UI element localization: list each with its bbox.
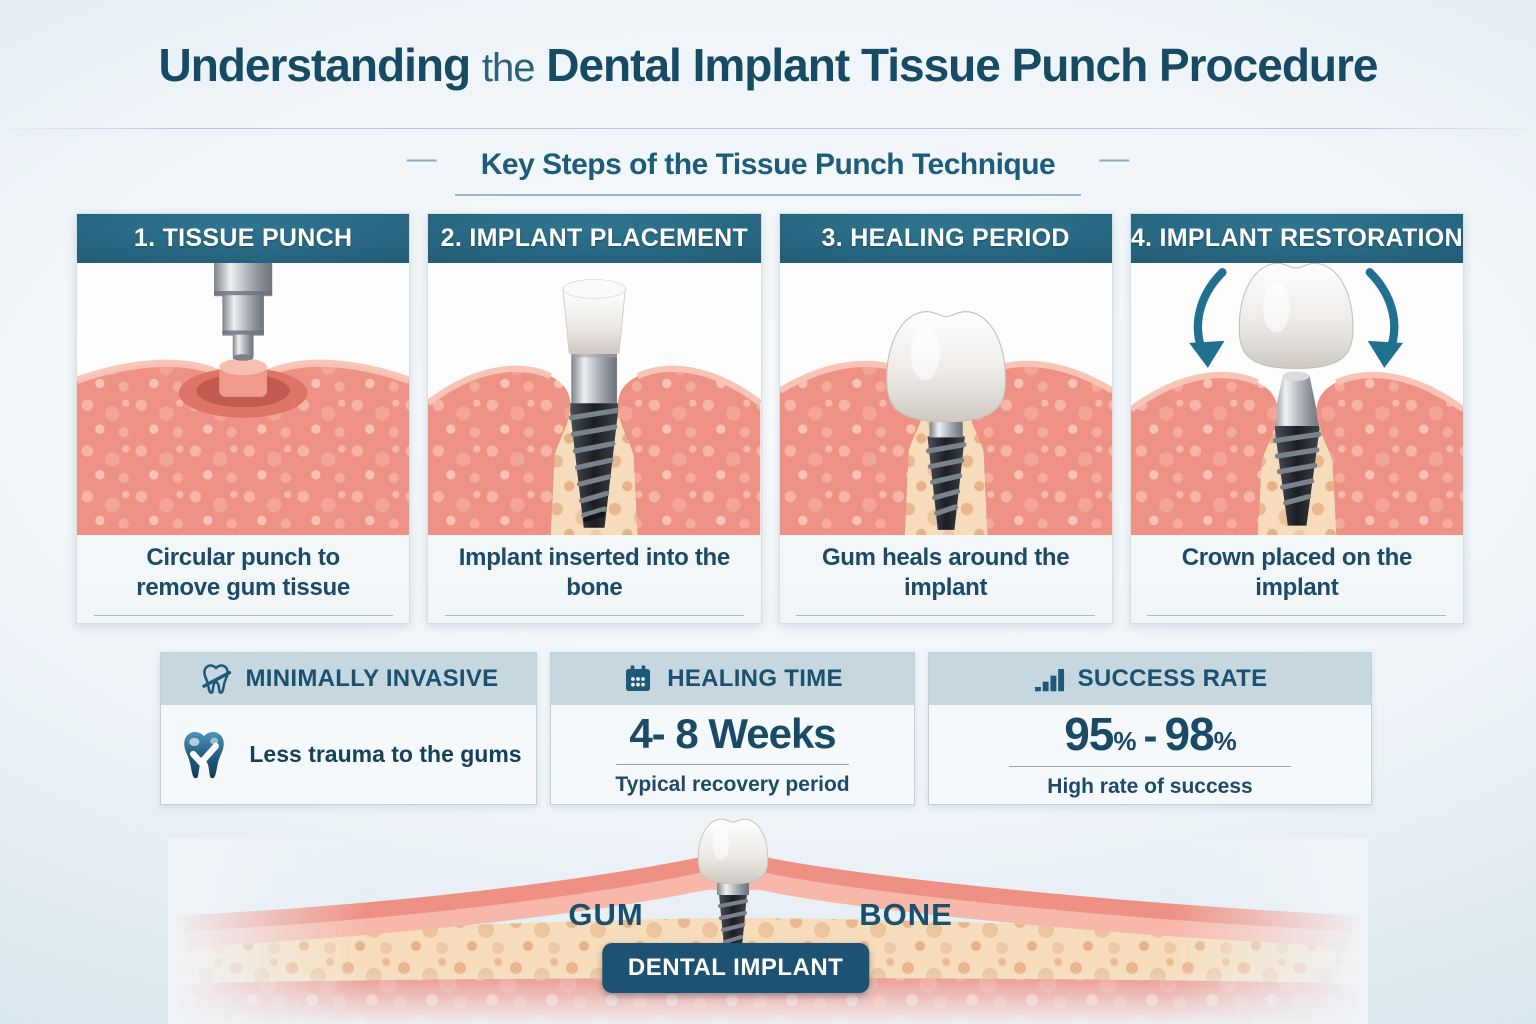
step-header: 2. IMPLANT PLACEMENT [428, 214, 761, 263]
fact-divider [1008, 765, 1292, 767]
step-caption: Circular punch to remove gum tissue [136, 544, 350, 601]
title-word-strong: Understanding [158, 39, 471, 91]
steps-row: 1. TISSUE PUNCH [76, 213, 1464, 624]
title-rest: Dental Implant Tissue Punch Procedure [546, 39, 1378, 91]
fact-title: HEALING TIME [667, 665, 843, 692]
step-header: 3. HEALING PERIOD [779, 214, 1112, 263]
fact-subtext: Typical recovery period [615, 772, 850, 796]
tooth-check-icon [184, 731, 225, 778]
caption-rule [444, 615, 744, 616]
tissue-punch-illustration [77, 263, 410, 535]
fact-title: MINIMALLY INVASIVE [245, 665, 499, 692]
header-divider [0, 128, 1536, 129]
fact-minimally-invasive: MINIMALLY INVASIVE Less trauma to the gu… [160, 652, 537, 805]
caption-rule [93, 615, 393, 616]
step-caption: Gum heals around the implant [821, 544, 1070, 601]
gum-label: GUM [568, 896, 644, 932]
healing-time-value: 4- 8 Weeks [629, 709, 836, 757]
facts-row: MINIMALLY INVASIVE Less trauma to the gu… [160, 652, 1372, 805]
caption-rule [1147, 615, 1447, 616]
fact-text: Less trauma to the gums [249, 741, 522, 767]
step-caption: Implant inserted into the bone [458, 544, 730, 601]
title-word-light: the [481, 46, 536, 90]
down-arrow-icons [1188, 268, 1403, 368]
step-card-healing-period: 3. HEALING PERIOD [778, 213, 1113, 624]
step-card-implant-placement: 2. IMPLANT PLACEMENT [427, 213, 762, 624]
dental-implant-badge: DENTAL IMPLANT [601, 943, 870, 994]
subtitle: — Key Steps of the Tissue Punch Technique… [0, 142, 1536, 196]
dash-left: — [406, 142, 437, 175]
fact-divider [616, 763, 849, 765]
fact-subtext: High rate of success [1047, 774, 1253, 798]
subtitle-text: Key Steps of the Tissue Punch Technique [454, 148, 1082, 196]
success-rate-value: 95%-98% [1064, 707, 1237, 760]
bone-label: BONE [859, 896, 953, 932]
calendar-icon [626, 665, 651, 691]
step-header: 4. IMPLANT RESTORATION [1130, 214, 1463, 263]
implant-placement-illustration [428, 263, 761, 535]
bar-chart-icon [1034, 669, 1064, 692]
implant-restoration-illustration [1130, 263, 1463, 535]
page-title: Understanding the Dental Implant Tissue … [0, 38, 1536, 92]
dash-right: — [1099, 142, 1130, 175]
step-caption: Crown placed on the implant [1181, 544, 1413, 601]
healing-period-illustration [779, 263, 1112, 535]
cross-section-diagram: GUM BONE DENTAL IMPLANT [168, 818, 1368, 1024]
step-card-implant-restoration: 4. IMPLANT RESTORATION [1129, 213, 1464, 624]
gum-bone-cross-section [168, 818, 1368, 1024]
fact-healing-time: HEALING TIME 4- 8 Weeks Typical recovery… [550, 652, 915, 805]
step-header: 1. TISSUE PUNCH [77, 214, 410, 263]
fact-success-rate: SUCCESS RATE 95%-98% High rate of succes… [928, 652, 1372, 805]
fact-title: SUCCESS RATE [1077, 665, 1268, 692]
step-card-tissue-punch: 1. TISSUE PUNCH [76, 213, 411, 624]
caption-rule [796, 615, 1096, 616]
tooth-outline-icon [201, 664, 231, 694]
